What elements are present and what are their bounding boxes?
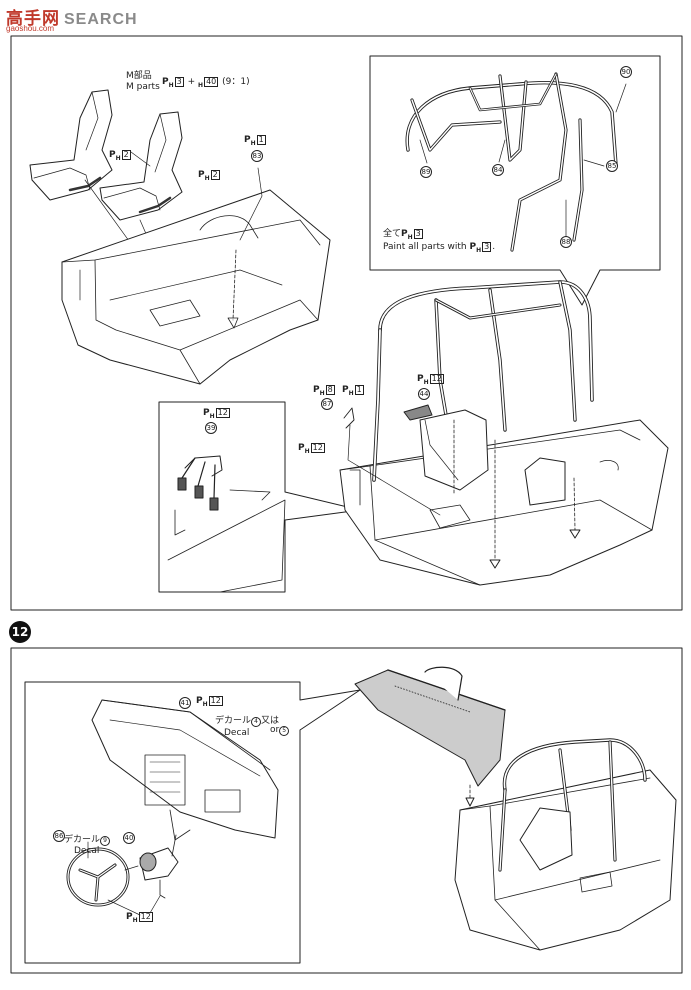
mix-ratio: (9：1) <box>222 77 250 87</box>
decal-number-9: 9 <box>100 835 111 846</box>
decal-number-4: 4 <box>251 716 262 727</box>
paint-number: 3 <box>174 77 184 87</box>
dashboard-inset <box>24 681 361 964</box>
part-number-85: 85 <box>606 160 618 172</box>
paint-number: 40 <box>204 77 219 87</box>
m-parts-label-jp: M部品 <box>126 71 152 81</box>
part-number-39: 39 <box>205 422 217 434</box>
pedal-inset <box>158 401 361 593</box>
body-tub-top-left <box>61 167 331 385</box>
watermark-url: gaoshou.com <box>6 24 55 33</box>
part-number-44: 44 <box>418 388 430 400</box>
part-number-40: 40 <box>123 832 135 844</box>
body-with-dash-bottom <box>354 666 677 951</box>
part-number-88: 88 <box>560 236 572 248</box>
rollcage-inset <box>369 55 661 306</box>
wheel-decal-label-en: Decal <box>74 846 100 856</box>
part-number-86: 86 <box>53 830 65 842</box>
seats-drawing <box>29 89 183 301</box>
watermark-logo: 高手网 <box>6 9 60 28</box>
part-number-41: 41 <box>179 697 191 709</box>
part-number-87: 87 <box>321 398 333 410</box>
paint-code-icon: PH <box>162 77 174 89</box>
watermark-search-text: SEARCH <box>64 11 138 28</box>
decal-number-5: 5 <box>279 725 290 736</box>
part-number-90: 90 <box>620 66 632 78</box>
m-parts-label-en: M parts <box>126 82 160 92</box>
part-number-84: 84 <box>492 164 504 176</box>
part-number-83: 83 <box>251 150 263 162</box>
step-number-badge: 12 <box>9 621 31 643</box>
part-number-89: 89 <box>420 166 432 178</box>
top-section-frame <box>10 35 683 611</box>
bottom-section-frame <box>10 647 683 974</box>
dash-decal-label-en: Decal <box>224 728 250 738</box>
body-with-cage-top <box>339 280 669 586</box>
